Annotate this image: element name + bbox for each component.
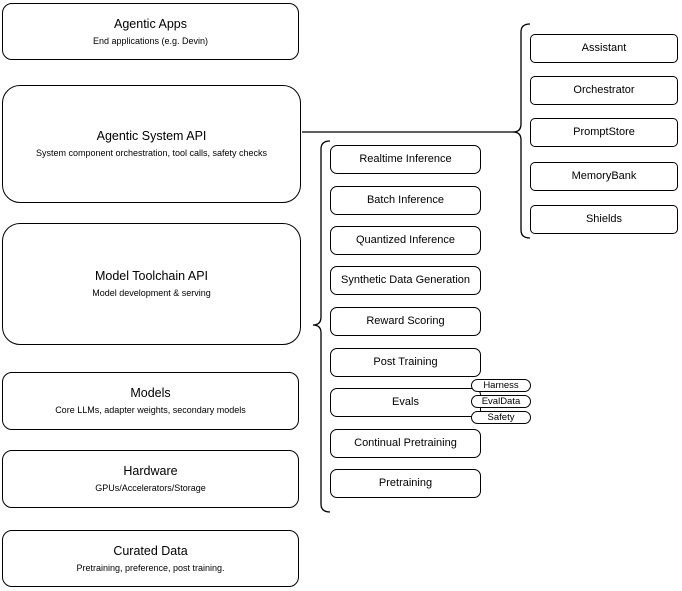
box-title: Model Toolchain API [94, 269, 209, 284]
box-models: Models Core LLMs, adapter weights, secon… [2, 372, 299, 430]
box-label: Synthetic Data Generation [340, 273, 471, 286]
toolchain-box-batch-inference: Batch Inference [330, 186, 481, 215]
toolchain-box-evals: Evals [330, 388, 481, 417]
box-label: Quantized Inference [355, 233, 456, 246]
toolchain-box-continual-pretraining: Continual Pretraining [330, 429, 481, 458]
box-subtitle: Model development & serving [92, 288, 211, 299]
box-label: Assistant [581, 41, 627, 54]
box-subtitle: System component orchestration, tool cal… [35, 148, 268, 159]
box-label: Batch Inference [366, 193, 445, 206]
toolchain-brace [312, 140, 331, 513]
component-box-memorybank: MemoryBank [530, 162, 678, 191]
box-label: Evals [392, 395, 419, 408]
box-label: Post Training [373, 355, 438, 368]
toolchain-box-realtime-inference: Realtime Inference [330, 145, 481, 174]
box-agentic-apps: Agentic Apps End applications (e.g. Devi… [2, 3, 299, 60]
box-label: MemoryBank [571, 169, 637, 182]
box-label: Continual Pretraining [354, 436, 457, 449]
box-label: Shields [585, 212, 623, 225]
box-title: Agentic System API [96, 129, 207, 144]
box-label: Realtime Inference [359, 152, 452, 165]
box-title: Models [130, 386, 171, 401]
component-box-promptstore: PromptStore [530, 118, 678, 147]
box-title: Hardware [123, 464, 178, 479]
box-title: Curated Data [113, 543, 188, 558]
component-box-assistant: Assistant [530, 34, 678, 63]
toolchain-box-post-training: Post Training [330, 348, 481, 377]
tag-label: Safety [487, 411, 515, 423]
box-curated-data: Curated Data Pretraining, preference, po… [2, 530, 299, 587]
box-label: Reward Scoring [366, 314, 445, 327]
system-components-brace [512, 23, 531, 239]
eval-tag-safety: Safety [471, 411, 531, 424]
box-hardware: Hardware GPUs/Accelerators/Storage [2, 450, 299, 508]
box-subtitle: Core LLMs, adapter weights, secondary mo… [55, 405, 246, 416]
toolchain-box-quantized-inference: Quantized Inference [330, 226, 481, 255]
box-subtitle: GPUs/Accelerators/Storage [95, 483, 206, 494]
box-agentic-system-api: Agentic System API System component orch… [2, 85, 301, 203]
component-box-shields: Shields [530, 205, 678, 234]
box-label: PromptStore [573, 125, 635, 138]
box-title: Agentic Apps [114, 16, 187, 31]
toolchain-box-synthetic-data-generation: Synthetic Data Generation [330, 266, 481, 295]
eval-tag-harness: Harness [471, 379, 531, 392]
box-model-toolchain-api: Model Toolchain API Model development & … [2, 223, 301, 345]
eval-tag-evaldata: EvalData [471, 395, 531, 408]
component-box-orchestrator: Orchestrator [530, 76, 678, 105]
toolchain-box-reward-scoring: Reward Scoring [330, 307, 481, 336]
box-label: Orchestrator [573, 83, 635, 96]
box-label: Pretraining [378, 476, 433, 489]
box-subtitle: Pretraining, preference, post training. [76, 562, 225, 573]
toolchain-box-pretraining: Pretraining [330, 469, 481, 498]
tag-label: EvalData [481, 395, 521, 407]
tag-label: Harness [483, 379, 519, 391]
box-subtitle: End applications (e.g. Devin) [92, 35, 209, 46]
